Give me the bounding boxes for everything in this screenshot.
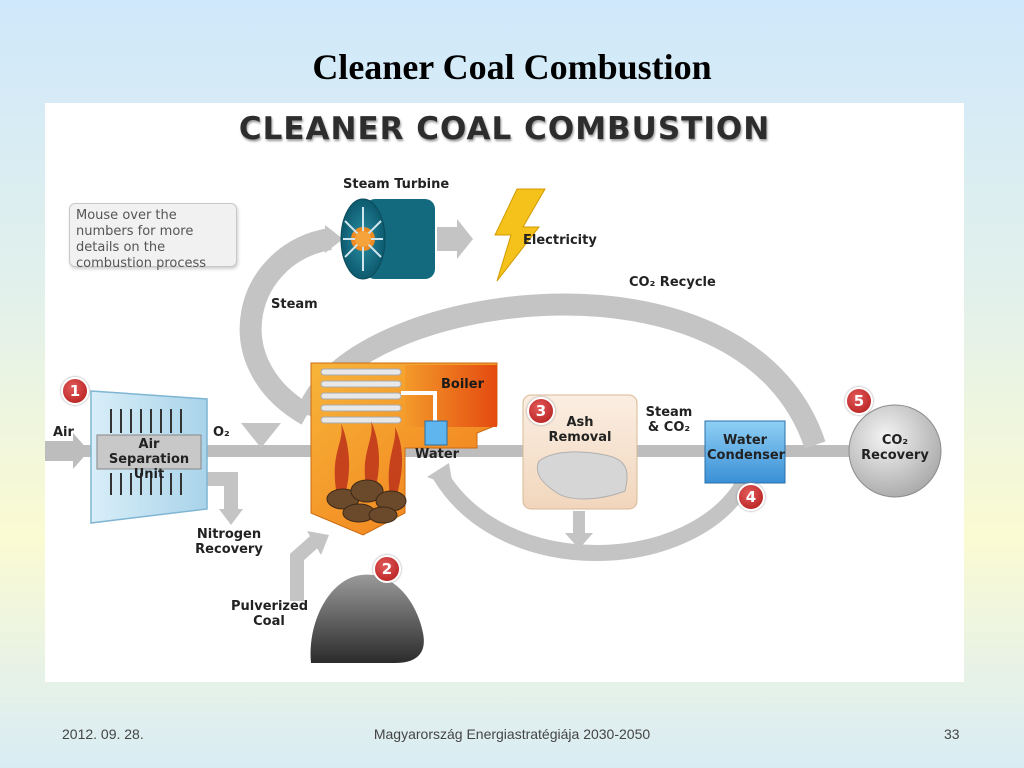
o2-arrow-icon — [241, 423, 281, 448]
label-water-condenser: Water Condenser — [707, 433, 786, 463]
asu-label-box — [96, 434, 202, 470]
label-co2-recovery: CO₂ Recovery — [861, 433, 929, 463]
footer-center-text: Magyarország Energiastratégiája 2030-205… — [373, 726, 651, 742]
process-diagram — [45, 188, 942, 663]
nitrogen-arrow-icon — [219, 509, 243, 525]
label-electricity: Electricity — [523, 233, 597, 248]
slide-title: Cleaner Coal Combustion — [312, 47, 712, 87]
steam-arc — [239, 228, 333, 425]
label-o2: O₂ — [213, 425, 230, 440]
co2-recovery-tank — [848, 404, 942, 498]
page-number: 33 — [944, 726, 960, 742]
air-arrow-icon — [45, 433, 89, 469]
pulverized-coal-icon — [310, 574, 424, 663]
label-steam-co2: Steam & CO₂ — [645, 405, 693, 435]
main-flow-pipe — [45, 445, 915, 457]
diagram-heading: CLEANER COAL COMBUSTION — [238, 111, 771, 147]
label-air: Air — [53, 425, 74, 440]
diagram-panel: CLEANER COAL COMBUSTION Mouse over the n… — [45, 103, 964, 682]
step-badge-2[interactable]: 2 — [373, 555, 401, 583]
label-pulverized-coal: Pulverized Coal — [231, 599, 309, 629]
boiler-flames — [334, 421, 403, 495]
label-ash-removal: Ash Removal — [548, 415, 612, 445]
step-badge-1[interactable]: 1 — [61, 377, 89, 405]
label-steam-turbine: Steam Turbine — [343, 177, 450, 192]
electricity-icon — [494, 188, 546, 282]
footer-date: 2012. 09. 28. — [62, 726, 144, 742]
water-tank — [424, 420, 448, 446]
ash-icon — [537, 451, 628, 500]
label-water: Water — [415, 447, 460, 462]
label-air-separation-unit: Air Separation Unit — [108, 437, 190, 482]
step-badge-5[interactable]: 5 — [845, 387, 873, 415]
step-badge-4[interactable]: 4 — [737, 483, 765, 511]
water-return-loop — [433, 470, 753, 561]
turbine-output-arrow-icon — [437, 219, 473, 259]
steam-turbine-icon — [340, 198, 435, 280]
step-badge-3[interactable]: 3 — [527, 397, 555, 425]
boiler-tubes — [320, 368, 402, 424]
label-nitrogen-recovery: Nitrogen Recovery — [195, 527, 263, 557]
water-condenser — [704, 420, 786, 484]
label-boiler: Boiler — [441, 377, 484, 392]
steam-arrow-icon — [325, 225, 343, 253]
coal-feed-arrow-icon — [307, 531, 329, 555]
coal-feed-pipe — [290, 535, 320, 601]
label-co2-recycle: CO₂ Recycle — [629, 275, 716, 290]
ash-pipe — [573, 511, 585, 533]
coal-pile-in-boiler — [326, 479, 407, 524]
asu-filter-bars — [110, 409, 182, 495]
nitrogen-pipe — [205, 472, 238, 513]
water-return-arrow-icon — [427, 463, 453, 487]
hint-box: Mouse over the numbers for more details … — [69, 203, 237, 271]
label-steam: Steam — [271, 297, 318, 312]
boiler-top — [405, 365, 497, 427]
water-pipe — [401, 391, 437, 423]
ash-down-arrow-icon — [565, 533, 593, 549]
